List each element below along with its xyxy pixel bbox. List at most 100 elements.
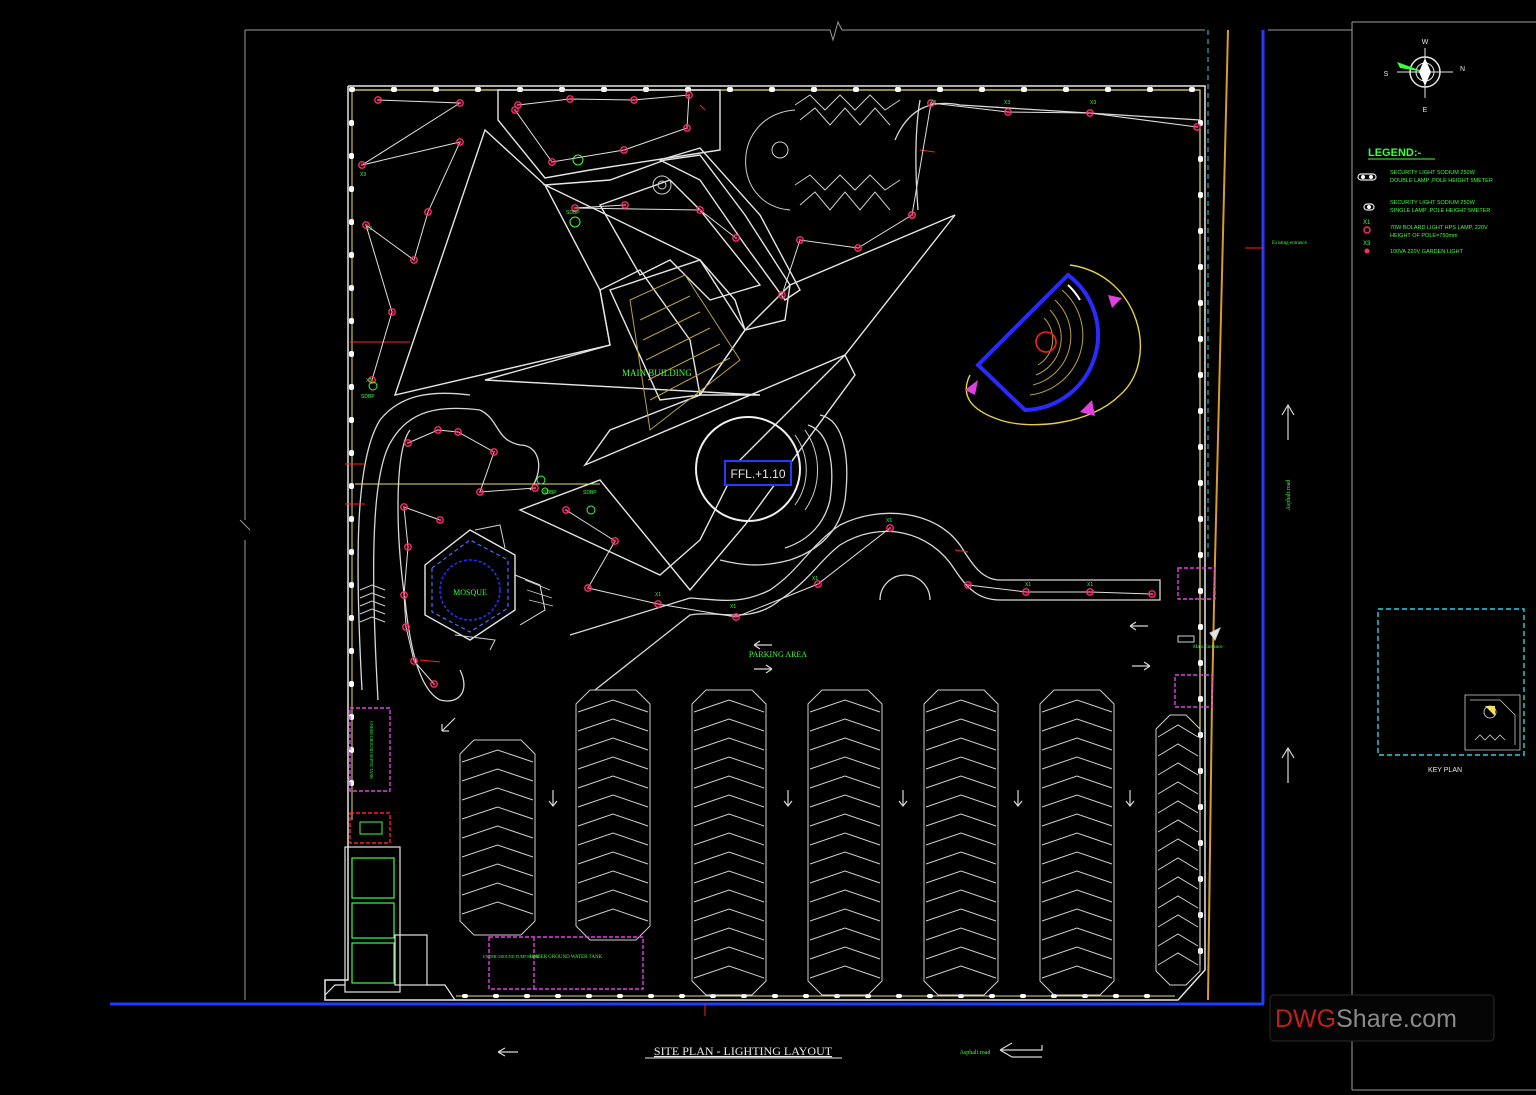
parking-stall <box>693 718 765 732</box>
parking-stall <box>925 737 997 751</box>
garden-light-dot <box>1024 590 1028 594</box>
parking-row-outline <box>1039 689 1115 996</box>
wiring-run <box>967 584 1153 595</box>
garden-light-fixture <box>424 208 432 216</box>
garden-light-fixture <box>886 524 894 532</box>
legend-symbol-x1-label: X1 <box>1363 220 1371 226</box>
parking-stall <box>577 775 649 789</box>
security-lamp <box>1198 660 1203 666</box>
light-fixtures <box>358 91 1201 688</box>
garden-light-dot <box>687 93 691 97</box>
ffl-tag <box>724 460 792 486</box>
parking-stall <box>925 927 997 941</box>
parking-row-outline <box>691 689 767 996</box>
parking-stall <box>693 832 765 846</box>
parking-stall <box>1157 762 1199 776</box>
garden-light-dot <box>685 126 689 130</box>
security-lamp <box>349 681 354 687</box>
security-lamp <box>617 994 623 998</box>
security-lamp <box>433 87 439 92</box>
garden-light-dot <box>516 103 520 107</box>
watermark-brand-b: Share.com <box>1336 1005 1457 1033</box>
parking-stall <box>1157 933 1199 947</box>
garden-light-dot <box>404 625 408 629</box>
security-lamp <box>1198 408 1203 414</box>
parking-stall <box>1157 857 1199 871</box>
parking-stall <box>693 927 765 941</box>
parking-stall <box>809 965 881 979</box>
garden-light-dot <box>698 208 702 212</box>
wiring-run <box>911 102 1198 216</box>
parking-stall <box>577 870 649 884</box>
asphalt-road-label-side: Asphalt road <box>1286 480 1292 511</box>
garden-light-fixture <box>778 291 786 299</box>
parking-stall <box>461 768 534 782</box>
garden-light-dot <box>426 210 430 214</box>
security-lamp <box>391 87 397 92</box>
garden-light-fixture <box>1086 109 1094 117</box>
meter-panel <box>359 821 383 835</box>
parking-stall <box>925 794 997 808</box>
parking-stall <box>925 775 997 789</box>
garden-light-fixture <box>620 146 628 154</box>
fixture-tag: X3 <box>1090 100 1096 106</box>
garden-light-dot <box>613 539 617 543</box>
garden-light-dot <box>564 508 568 512</box>
garden-light-dot <box>458 101 462 105</box>
garden-light-dot <box>1006 110 1010 114</box>
parking-stall <box>577 699 649 713</box>
garden-light-dot <box>910 213 914 217</box>
parking-stall <box>809 832 881 846</box>
parking-stall <box>809 718 881 732</box>
legend-symbol-x3 <box>1364 248 1370 254</box>
sdbp-markers <box>368 154 596 515</box>
security-lamp <box>349 483 354 489</box>
sdbp-tag: SDBP <box>361 394 375 400</box>
parking-row-outline <box>1155 714 1201 986</box>
utility-tanks <box>349 567 1216 990</box>
security-lamp <box>1198 696 1203 702</box>
fixture-tag: X3 <box>930 100 936 106</box>
security-lamp <box>349 450 354 456</box>
security-lamp <box>349 120 354 126</box>
parking-stall <box>577 832 649 846</box>
parking-stall <box>1041 946 1113 960</box>
garden-light-dot <box>622 148 626 152</box>
parking-stall <box>577 813 649 827</box>
garden-light-fixture <box>362 221 370 229</box>
fixture-tags: X3 X3 X1 X3 X3 X3 X1 X1 X1 X1 X1 X1 <box>360 100 1096 610</box>
parking-stall <box>693 813 765 827</box>
parking-stall <box>693 908 765 922</box>
parking-stall <box>693 775 765 789</box>
security-lamp <box>586 994 592 998</box>
security-lamp <box>1198 228 1203 234</box>
legend-item-1-line-2: DOUBLE LAMP ,POLE HEIGHT 5METER <box>1390 178 1493 184</box>
parking-stall <box>809 756 881 770</box>
parking-row-outline <box>923 689 999 996</box>
watermark-text: DWGShare.com <box>1275 1005 1457 1033</box>
garden-light-fixture <box>566 95 574 103</box>
garden-light-dot <box>656 602 660 606</box>
wiring-run <box>403 506 441 685</box>
ffl-label: FFL.+1.10 <box>730 467 785 481</box>
legend-item-3-line-2: HEIGHT OF POLE=750mm <box>1390 233 1458 239</box>
security-lamp <box>727 87 733 92</box>
garden-light-dot <box>856 246 860 250</box>
fixture-tag: X1 <box>366 378 372 384</box>
service-block <box>324 846 456 1001</box>
parking-stall <box>577 794 649 808</box>
garden-light-fixture <box>430 680 438 688</box>
parking-stall <box>1157 781 1199 795</box>
security-lamp <box>349 285 354 291</box>
security-lamp <box>853 87 859 92</box>
garden-light-fixture <box>368 376 376 384</box>
parking-stall <box>925 946 997 960</box>
parking-stall <box>693 756 765 770</box>
garden-light-dot <box>432 682 436 686</box>
parking-stall <box>809 908 881 922</box>
security-lamp <box>811 87 817 92</box>
security-lamp <box>349 252 354 258</box>
security-lamp <box>349 582 354 588</box>
garden-light-fixture <box>511 106 519 114</box>
pump-room-label: UNDER GROUND PUMP ROOM <box>483 954 540 959</box>
